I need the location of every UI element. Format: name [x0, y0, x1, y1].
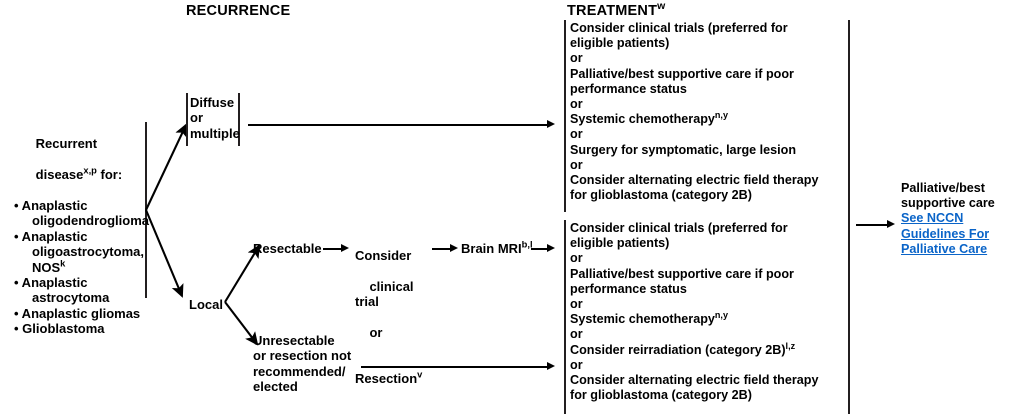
- arrowhead-unresectable-to-treatment: [547, 361, 555, 370]
- brain-mri-superscript: b,l: [521, 239, 533, 250]
- outcome-left-rule: [897, 180, 899, 256]
- arrowhead-consider-to-mri: [450, 243, 458, 252]
- treatment-bottom-line: or: [570, 357, 583, 372]
- nccn-palliative-care-link-line-1[interactable]: See NCCN: [901, 211, 964, 226]
- treatment-bottom-line: or: [570, 297, 583, 312]
- treatment-top-line: or: [570, 127, 583, 142]
- arrowhead-resectable-to-consider: [341, 243, 349, 252]
- arrowhead-to-outcome: [887, 219, 895, 228]
- recurrent-disease-title-line2: diseasex,p for:: [35, 165, 123, 183]
- connector-resectable-to-consider: [323, 248, 342, 250]
- consider-line-1: Consider: [355, 247, 412, 263]
- diffuse-node-left-rule: [186, 93, 188, 146]
- unresectable-node-left-rule: [249, 330, 251, 398]
- recurrent-disease-title: Recurrent diseasex,p for:: [14, 121, 146, 198]
- node-diffuse-or-multiple: Diffuse or multiple: [190, 95, 240, 141]
- diffuse-node-right-rule: [238, 93, 240, 146]
- consider-line-2: clinical trial: [355, 278, 418, 310]
- treatment-bottom-line: or: [570, 327, 583, 342]
- treatment-top-left-rule: [564, 20, 566, 212]
- treatment-top-line: eligible patients): [570, 36, 670, 51]
- treatment-bottom-line: Palliative/best supportive care if poor: [570, 266, 794, 281]
- connector-consider-to-mri: [432, 248, 451, 250]
- outcome-line-2: supportive care: [901, 196, 995, 211]
- treatment-bottom-line: Consider clinical trials (preferred for: [570, 221, 788, 235]
- nccn-palliative-care-link-line-3[interactable]: Palliative Care: [901, 241, 988, 256]
- treatment-top-line: or: [570, 51, 583, 66]
- treatment-top-line: or: [570, 97, 583, 112]
- treatment-top-line: Surgery for symptomatic, large lesion: [570, 142, 797, 157]
- column-header-treatment-label: TREATMENT: [567, 3, 658, 19]
- brain-mri-label: Brain MRI: [461, 241, 522, 256]
- column-header-treatment: TREATMENTw: [567, 1, 666, 19]
- recurrent-disease-title-line1: Recurrent: [35, 136, 98, 152]
- recurrent-disease-item: • Anaplastic gliomas: [14, 305, 141, 321]
- outcome-block: Palliative/best supportive care See NCCN…: [901, 181, 1019, 257]
- treatment-right-rule: [848, 20, 850, 414]
- node-resectable: Resectable: [253, 241, 322, 256]
- node-unresectable: Unresectable or resection not recommende…: [253, 333, 352, 395]
- treatment-top-line: Consider clinical trials (preferred for: [570, 21, 788, 35]
- connector-mri-to-treatment: [531, 248, 548, 250]
- treatment-top-line: for glioblastoma (category 2B): [570, 188, 752, 203]
- split-arrows-local: [224, 244, 261, 346]
- treatment-bottom-line: Systemic chemotherapyn,y: [570, 310, 728, 327]
- node-brain-mri: Brain MRIb,l: [461, 239, 533, 256]
- consider-line-4: Resectionv: [355, 369, 423, 387]
- arrow-to-unresectable: [224, 301, 259, 346]
- consider-line-3: or: [369, 324, 383, 340]
- connector-to-outcome: [856, 224, 888, 226]
- recurrent-disease-title-line2-post: for:: [96, 167, 123, 183]
- treatment-bottom-line: eligible patients): [570, 236, 670, 251]
- arrow-to-local: [145, 209, 184, 298]
- treatment-bottom-line: for glioblastoma (category 2B): [570, 388, 752, 403]
- recurrent-disease-title-superscript: x,p: [83, 165, 97, 176]
- outcome-line-1: Palliative/best: [901, 181, 985, 195]
- arrow-to-diffuse: [145, 123, 187, 211]
- column-header-treatment-superscript: w: [657, 1, 666, 13]
- consider-node-left-rule: [351, 215, 353, 284]
- treatment-top-line: or: [570, 157, 583, 172]
- treatment-top-line: Systemic chemotherapyn,y: [570, 110, 728, 127]
- treatment-bottom-line: performance status: [570, 281, 687, 296]
- nccn-palliative-care-link-line-2[interactable]: Guidelines For: [901, 226, 990, 241]
- node-local: Local: [189, 297, 223, 312]
- treatment-bottom-line: Consider alternating electric field ther…: [570, 373, 819, 388]
- treatment-top-line: Palliative/best supportive care if poor: [570, 66, 794, 81]
- connector-unresectable-to-treatment: [361, 366, 548, 368]
- arrowhead-diffuse-to-treatment: [547, 119, 555, 128]
- recurrent-disease-title-line2-pre: disease: [35, 167, 84, 183]
- treatment-bottom-left-rule: [564, 220, 566, 414]
- arrow-to-resectable: [224, 244, 261, 303]
- split-arrows-disease: [145, 123, 187, 298]
- recurrent-disease-item: • Glioblastoma: [14, 321, 105, 337]
- consider-line-4-superscript: v: [417, 369, 423, 380]
- treatment-top-line: Consider alternating electric field ther…: [570, 173, 819, 188]
- node-consider-trial-or-resection: Consider clinical trial or Resectionv: [355, 217, 425, 402]
- column-header-recurrence: RECURRENCE: [186, 3, 291, 19]
- consider-line-4-label: Resection: [355, 371, 418, 387]
- treatment-bottom-line: or: [570, 251, 583, 266]
- treatment-top-line: performance status: [570, 81, 687, 96]
- arrowhead-mri-to-treatment: [547, 243, 555, 252]
- connector-diffuse-to-treatment: [248, 124, 548, 126]
- treatment-bottom-line: Consider reirradiation (category 2B)l,z: [570, 340, 796, 357]
